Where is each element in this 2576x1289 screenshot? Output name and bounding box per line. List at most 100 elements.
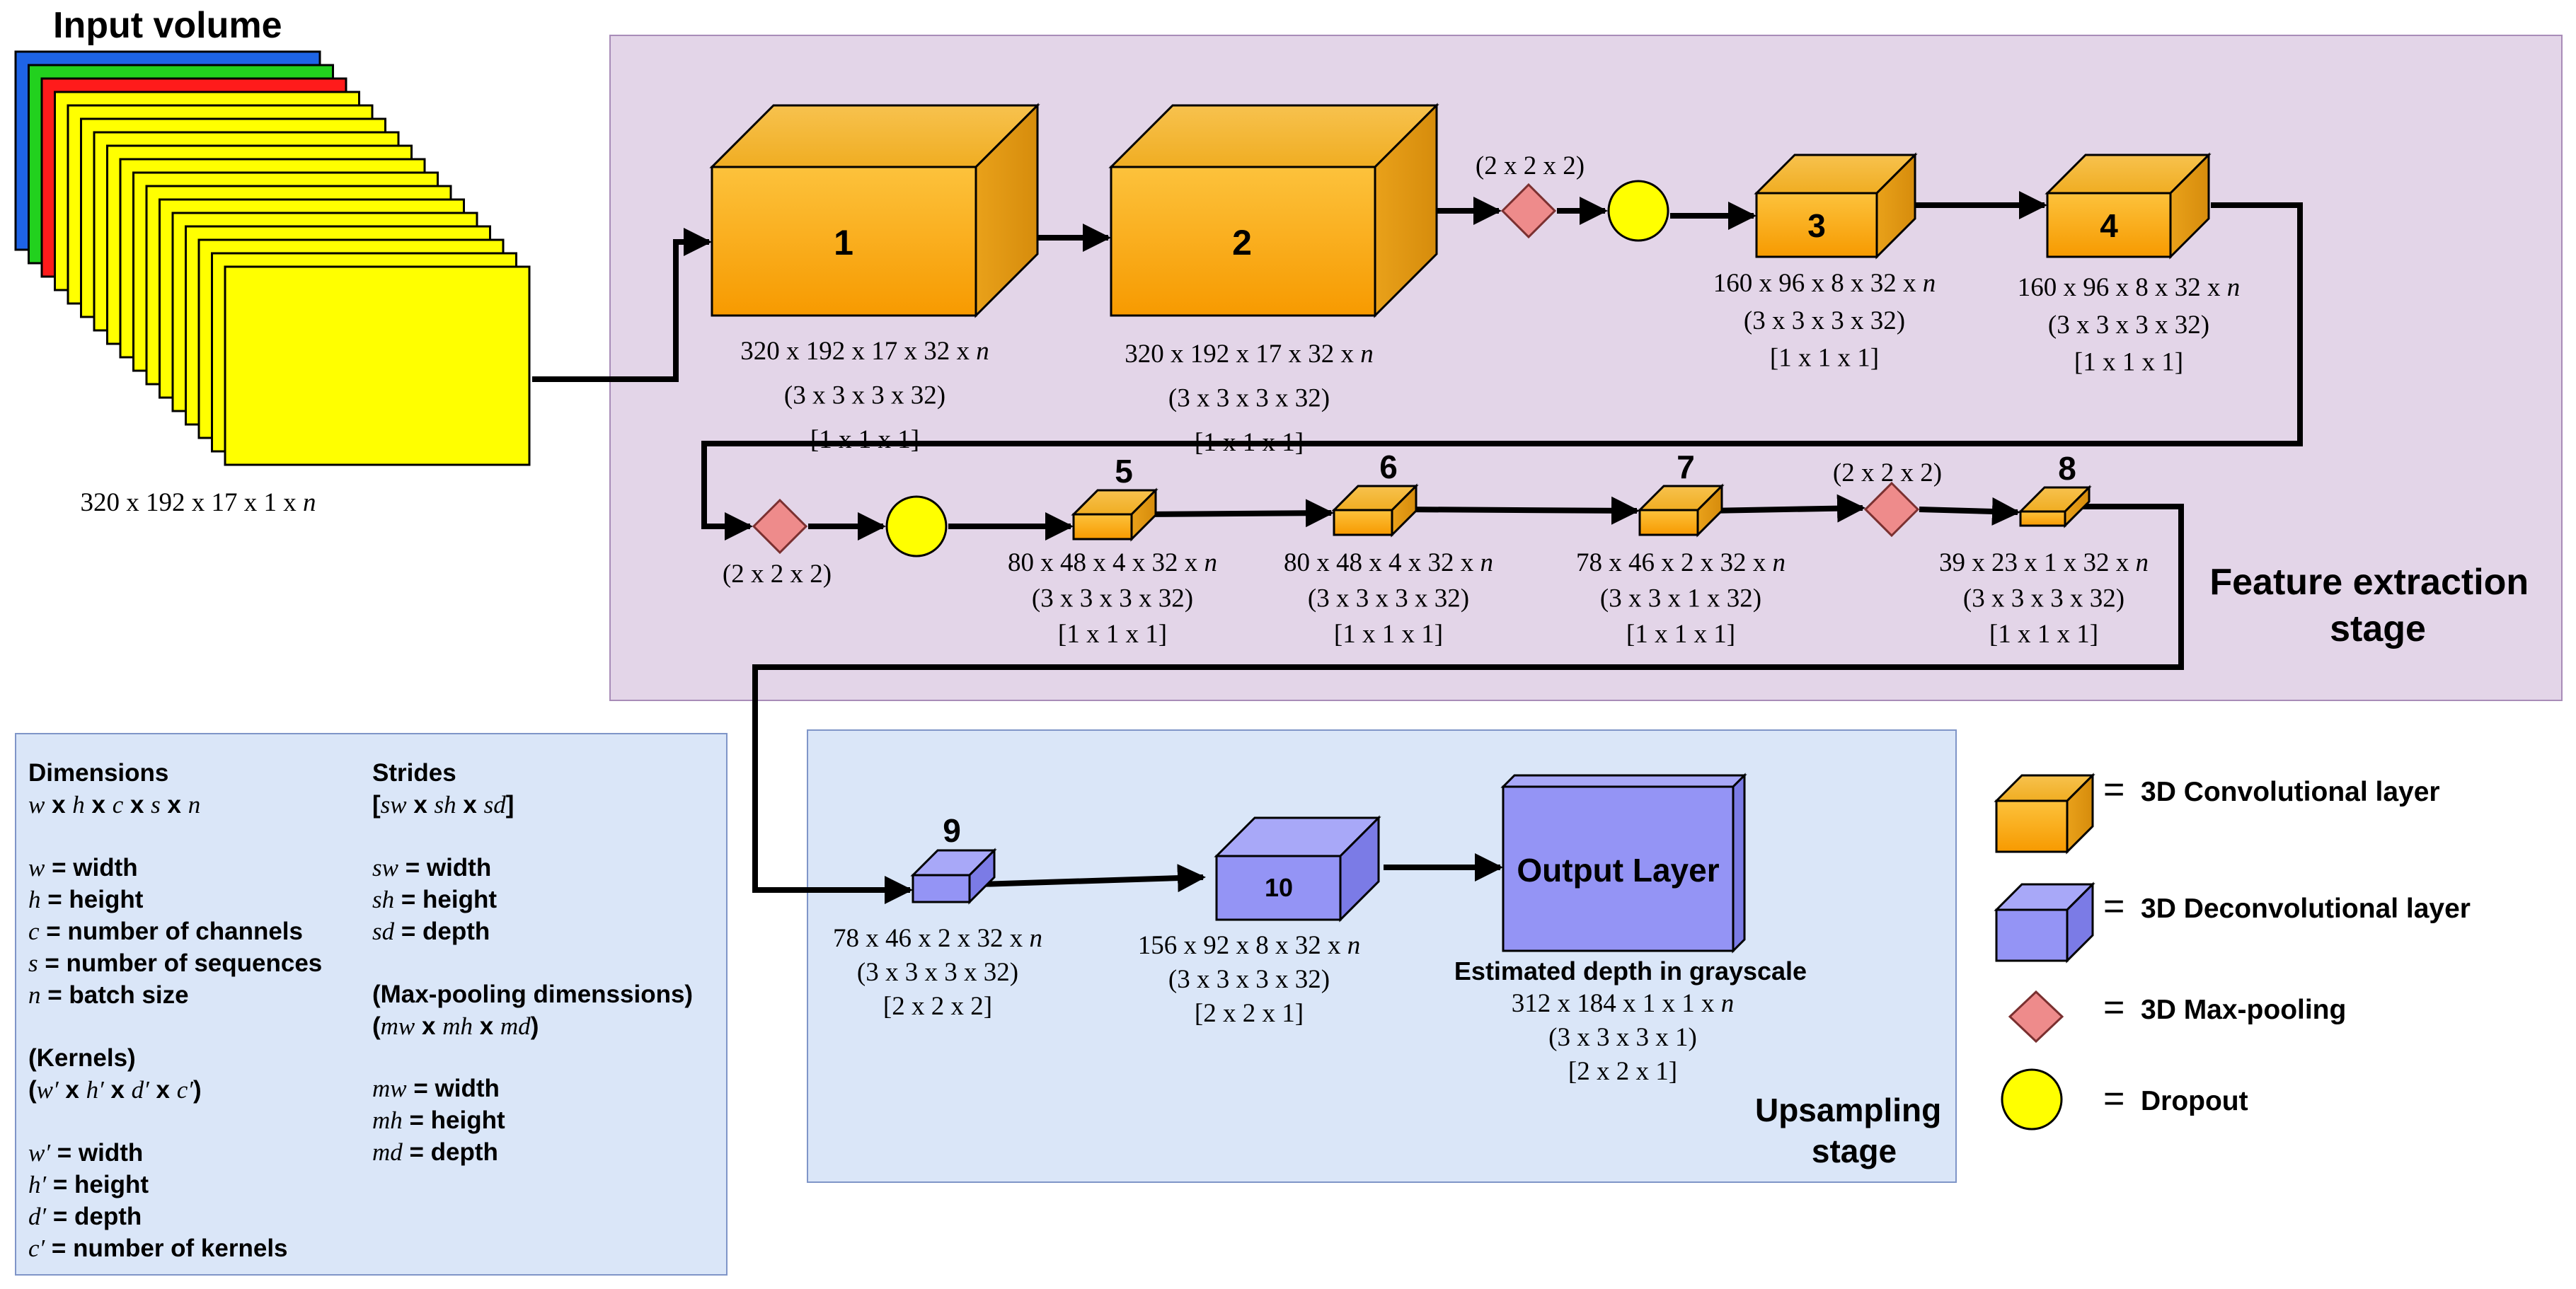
layer-3-cube	[1754, 152, 1918, 260]
layers: 1 320 x 192 x 17 x 32 x n (3 x 3 x 3 x 32)…	[709, 103, 2240, 1086]
layer-10-kernel: (3 x 3 x 3 x 32)	[1168, 965, 1330, 994]
feature-extraction-label-line1: Feature extraction	[2209, 562, 2529, 603]
maxpool-3-icon	[1863, 481, 1920, 538]
layer-6-cube	[1331, 483, 1419, 538]
connector-9-to-10	[979, 864, 1206, 893]
layer-2-kernel: (3 x 3 x 3 x 32)	[1168, 383, 1330, 412]
layer-3-id: 3	[1807, 207, 1826, 244]
def-strides-formula: [sw x sh x sd]	[372, 791, 514, 819]
def-h2: h′ = height	[28, 1171, 149, 1198]
definitions-panel	[15, 733, 728, 1276]
layer-9-id: 9	[943, 812, 961, 849]
layer-3-kernel: (3 x 3 x 3 x 32)	[1744, 306, 1905, 335]
layer-7-id: 7	[1677, 449, 1695, 485]
layer-6-id: 6	[1379, 449, 1398, 485]
connectors	[532, 191, 2303, 904]
feature-extraction-label: Feature extraction stage	[2209, 562, 2538, 649]
def-kernels-formula: (w′ x h′ x d′ x c′)	[28, 1076, 202, 1104]
legend-deconv-icon	[1994, 882, 2095, 964]
layer-6-stride: [1 x 1 x 1]	[1334, 620, 1443, 649]
layer-3-dims: 160 x 96 x 8 x 32 x n	[1713, 269, 1936, 298]
legend-conv-label: 3D Convolutional layer	[2141, 777, 2440, 807]
def-h: h = height	[28, 886, 144, 913]
upsampling-panel	[807, 729, 1957, 1183]
output-caption: Estimated depth in grayscale	[1454, 956, 1807, 985]
legend-conv-icon	[1994, 773, 2095, 855]
input-volume-title: Input volume	[53, 5, 282, 46]
layer-1-cube	[709, 103, 1040, 318]
input-volume-stack	[14, 50, 531, 466]
def-c2: c′ = number of kernels	[28, 1235, 288, 1262]
connector-7-to-pool3	[1708, 494, 1865, 523]
legend-equals: =	[2103, 769, 2124, 810]
layer-3-stride: [1 x 1 x 1]	[1770, 344, 1879, 373]
def-s: s = number of sequences	[28, 949, 322, 977]
dropout-1-icon	[1607, 180, 1669, 242]
legend: = 3D Convolutional layer = 3D Deconvolution…	[1994, 769, 2471, 1131]
layer-4-id: 4	[2100, 207, 2118, 244]
layer-9-stride: [2 x 2 x 2]	[883, 992, 992, 1021]
layer-8-cube	[2018, 485, 2092, 528]
layer-7-stride: [1 x 1 x 1]	[1626, 620, 1735, 649]
layer-1-stride: [1 x 1 x 1]	[810, 425, 919, 454]
maxpool-1-icon	[1500, 183, 1557, 239]
output-stride: [2 x 2 x 1]	[1568, 1057, 1677, 1086]
maxpool-2-label: (2 x 2 x 2)	[723, 560, 832, 589]
def-d2: d′ = depth	[28, 1203, 142, 1230]
output-kernel: (3 x 3 x 3 x 1)	[1548, 1023, 1697, 1052]
layer-4-kernel: (3 x 3 x 3 x 32)	[2048, 311, 2209, 340]
def-pool-formula: (mw x mh x md)	[372, 1012, 539, 1040]
operations: (2 x 2 x 2)(2 x 2 x 2)(2 x 2 x 2)	[723, 151, 1942, 589]
upsampling-label-line2: stage	[1812, 1133, 1897, 1169]
layer-2-cube	[1108, 103, 1439, 318]
layer-7-kernel: (3 x 3 x 1 x 32)	[1600, 584, 1761, 613]
layer-10-dims: 156 x 92 x 8 x 32 x n	[1138, 931, 1361, 960]
layer-4-stride: [1 x 1 x 1]	[2074, 348, 2183, 377]
legend-maxpool-icon	[2008, 990, 2064, 1044]
connector-pool3-to-8	[1919, 497, 2020, 526]
connector-input-to-1	[532, 228, 712, 382]
layer-1-id: 1	[834, 223, 853, 262]
def-sh: sh = height	[372, 886, 497, 913]
layer-8-stride: [1 x 1 x 1]	[1989, 620, 2098, 649]
layer-10-cube	[1214, 815, 1381, 923]
def-strides-title: Strides	[372, 759, 456, 787]
layer-1-dims: 320 x 192 x 17 x 32 x n	[740, 337, 989, 366]
def-pool-title: (Max-pooling dimenssions)	[372, 981, 693, 1008]
def-c: c = number of channels	[28, 918, 303, 945]
legend-equals: =	[2103, 987, 2124, 1028]
layer-2-stride: [1 x 1 x 1]	[1195, 428, 1304, 457]
layer-7-cube	[1637, 483, 1725, 538]
layer-6-kernel: (3 x 3 x 3 x 32)	[1308, 584, 1469, 613]
layer-4-cube	[2045, 152, 2212, 260]
legend-equals: =	[2103, 886, 2124, 927]
layer-5-stride: [1 x 1 x 1]	[1058, 620, 1167, 649]
layer-2-dims: 320 x 192 x 17 x 32 x n	[1125, 340, 1374, 369]
legend-dropout-label: Dropout	[2141, 1086, 2248, 1116]
legend-deconv-label: 3D Deconvolutional layer	[2141, 894, 2471, 924]
def-kernels-title: (Kernels)	[28, 1044, 136, 1072]
layer-9-dims: 78 x 46 x 2 x 32 x n	[833, 924, 1042, 953]
def-sw: sw = width	[372, 854, 491, 882]
layer-10-id: 10	[1265, 873, 1293, 902]
def-w: w = width	[28, 854, 138, 882]
output-layer: Output Layer	[1500, 773, 1747, 954]
def-mw: mw = width	[372, 1075, 500, 1102]
output-layer-title: Output Layer	[1517, 852, 1719, 889]
maxpool-2-icon	[752, 498, 808, 555]
layer-6-dims: 80 x 48 x 4 x 32 x n	[1284, 548, 1493, 577]
def-w2: w′ = width	[28, 1139, 143, 1167]
layer-5-dims: 80 x 48 x 4 x 32 x n	[1008, 548, 1217, 577]
layer-10-stride: [2 x 2 x 1]	[1195, 999, 1304, 1028]
layer-2-id: 2	[1232, 223, 1252, 262]
layer-9-cube	[910, 848, 997, 905]
def-dimensions-formula: w x h x c x s x n	[28, 791, 200, 819]
def-n: n = batch size	[28, 981, 189, 1009]
layer-8-id: 8	[2058, 450, 2076, 487]
def-mh: mh = height	[372, 1106, 505, 1134]
def-md: md = depth	[372, 1138, 498, 1166]
dropout-2-icon	[885, 495, 948, 557]
maxpool-3-label: (2 x 2 x 2)	[1833, 458, 1942, 487]
